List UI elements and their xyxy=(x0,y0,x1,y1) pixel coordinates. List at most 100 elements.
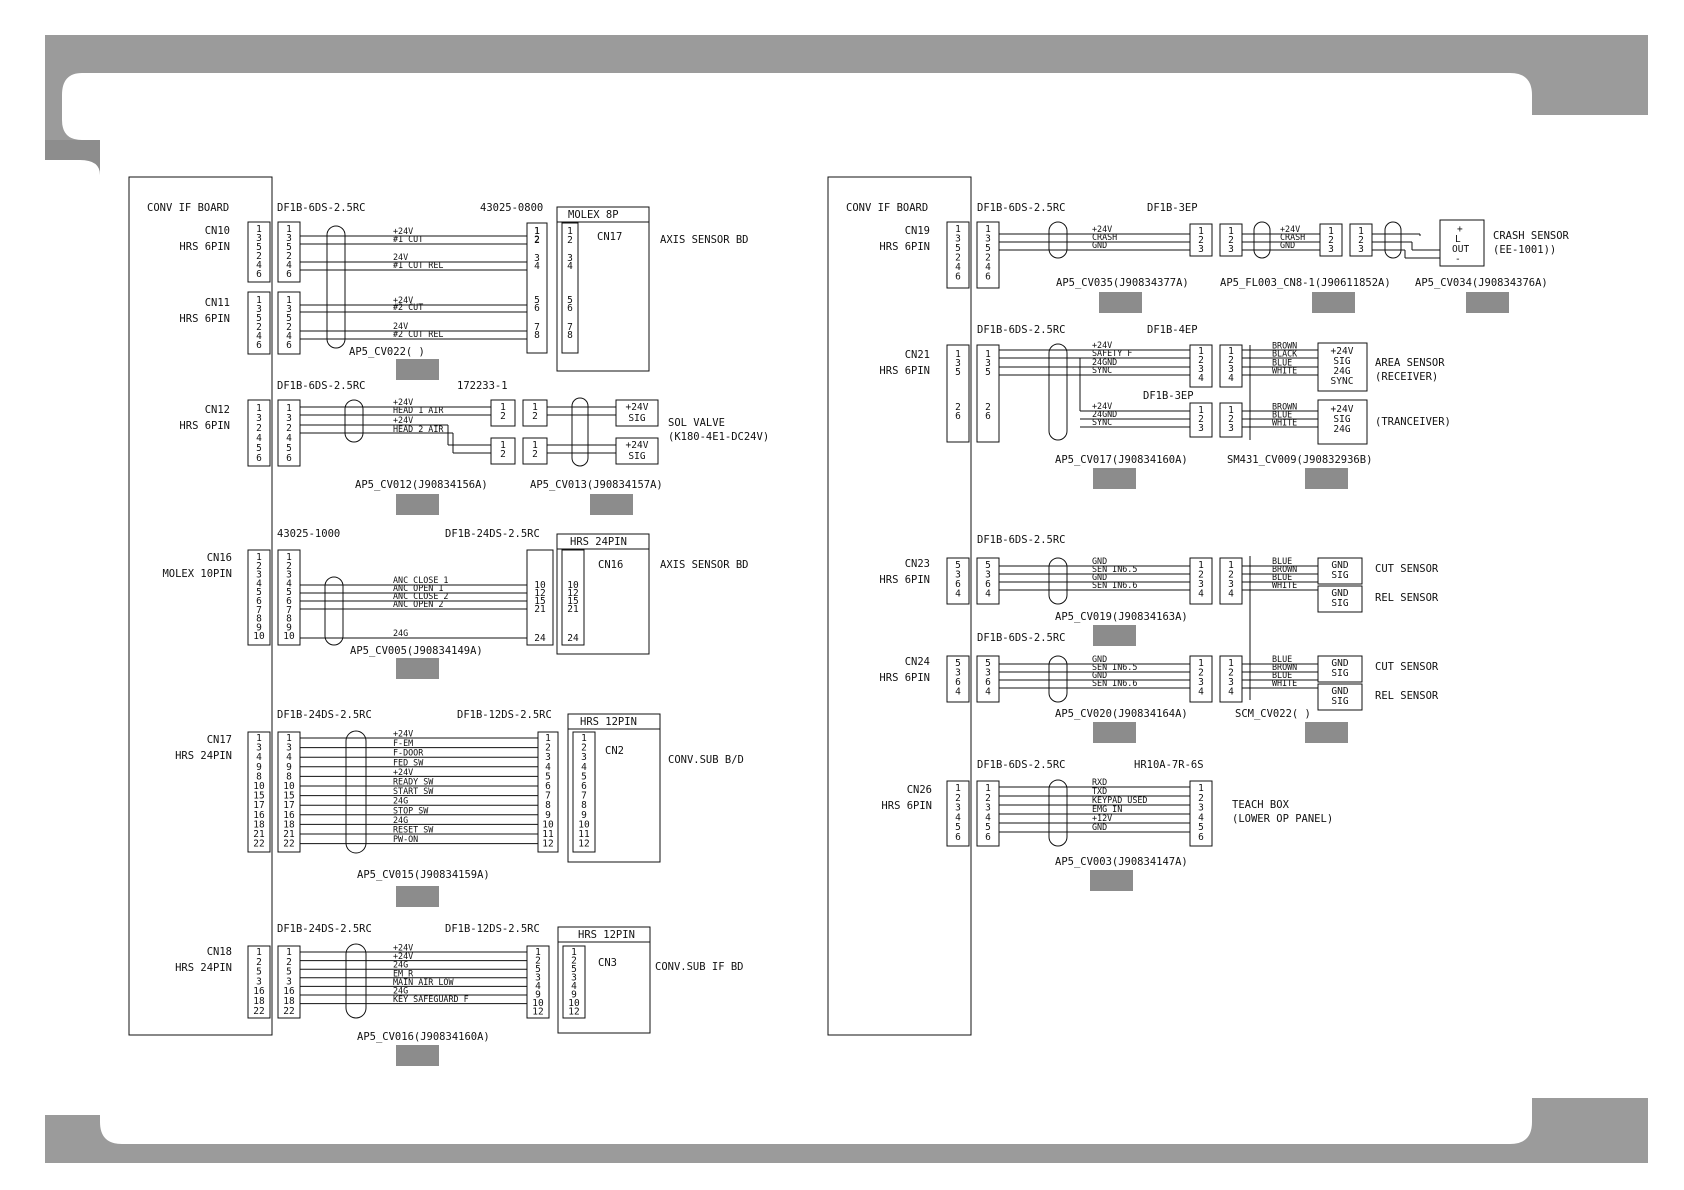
cn10-label: CN10 xyxy=(205,225,230,237)
cn21-plug-pin: 1 xyxy=(985,349,991,360)
cn21-pin: 6 xyxy=(955,411,961,422)
anc-signal-label: ANC CLOSE 1 xyxy=(393,575,448,585)
scm-cv022-tag xyxy=(1305,722,1348,743)
cn23-mate-pin: 2 xyxy=(1228,570,1234,581)
cn12-cable-shield xyxy=(344,399,364,443)
cn26-pin: 3 xyxy=(955,803,961,814)
cable-ap5-cv015: AP5_CV015(J90834159A) xyxy=(357,869,490,881)
cn18-plug-pins xyxy=(277,945,301,1019)
anc-mate-pin: 10 xyxy=(534,580,546,591)
cn24-mate-pin: 4 xyxy=(1198,687,1204,698)
area-signal-label: 24GND xyxy=(1092,357,1117,367)
right-board-box xyxy=(827,176,972,1036)
schematic xyxy=(128,176,1485,1036)
cn26-label: CN26 xyxy=(907,784,932,796)
sol-sig: +24V xyxy=(626,440,649,451)
cn24-rel-sensor-label: REL SENSOR xyxy=(1375,690,1439,702)
cn26-pin: 5 xyxy=(955,822,961,833)
sol-pin: 2 xyxy=(532,411,538,422)
cn10-type: HRS 6PIN xyxy=(179,241,230,253)
cn2-mate-pin: 8 xyxy=(545,800,551,811)
cn21-housing: DF1B-6DS-2.5RC xyxy=(977,324,1066,336)
cn16-far-housing: DF1B-24DS-2.5RC xyxy=(445,528,540,540)
cn19-pin: 4 xyxy=(955,262,961,273)
cn17-pin: 9 xyxy=(256,762,262,773)
cn11-plug-pin: 2 xyxy=(286,322,292,333)
cn16-pin: 6 xyxy=(256,596,262,607)
conv-sub-bd-label: CONV.SUB B/D xyxy=(668,754,744,766)
area-sensor-label: AREA SENSOR xyxy=(1375,357,1445,369)
cn16-pin: 2 xyxy=(256,561,262,572)
area-wire-color-2: BLUE xyxy=(1272,410,1292,420)
teach-pin: 6 xyxy=(1198,832,1204,843)
area-signal-label: SYNC xyxy=(1092,365,1112,375)
area-mate-1 xyxy=(1219,344,1243,388)
crash-pin: 3 xyxy=(1358,244,1364,255)
cn18-type: HRS 24PIN xyxy=(175,962,232,974)
cn16-pin: 9 xyxy=(256,622,262,633)
cn26-cable-shield xyxy=(1048,779,1068,847)
crash-sensor-sig: OUT xyxy=(1452,244,1469,255)
cn16-pin: 7 xyxy=(256,605,262,616)
cn2-pin: 3 xyxy=(581,752,587,763)
cn23-mate xyxy=(1219,557,1243,605)
cn16-pin: 10 xyxy=(253,631,265,642)
axis-mate-pin: 4 xyxy=(534,261,540,272)
cn26-board-pins xyxy=(946,780,970,847)
cn11-pin: 3 xyxy=(256,304,262,315)
cn2-mate-pin: 7 xyxy=(545,791,551,802)
cn23-rel-sensor-label: REL SENSOR xyxy=(1375,592,1439,604)
area-receiver-box xyxy=(1317,342,1368,392)
sol-cable-shield xyxy=(571,397,589,467)
cn24-mate xyxy=(1219,655,1243,703)
sol-valve-label: SOL VALVE xyxy=(668,417,725,429)
cn17-signal-label: F-DOOR xyxy=(393,748,424,758)
cn23-pin: 3 xyxy=(955,570,961,581)
cn23-plug-pins xyxy=(976,557,1000,605)
cn23-cut-sensor-label: CUT SENSOR xyxy=(1375,563,1439,575)
cn2-label: CN2 xyxy=(605,745,624,757)
cn24-pin: 3 xyxy=(955,668,961,679)
tranceiver-sig: +24V xyxy=(1331,404,1354,415)
sol-valve-part: (K180-4E1-DC24V) xyxy=(668,431,769,443)
teach-signal-label: EMG IN xyxy=(1092,804,1122,814)
cn23-signal-label: GND xyxy=(1092,556,1107,566)
cn17-plug-pin: 9 xyxy=(286,762,292,773)
cn17-plug-pin: 4 xyxy=(286,752,292,763)
area-pin: 1 xyxy=(1198,346,1204,357)
cn19-pin: 1 xyxy=(955,224,961,235)
cn2-mate-pin: 3 xyxy=(545,752,551,763)
cn10-plug-pin: 3 xyxy=(286,233,292,244)
crash-sensor-sig: + xyxy=(1457,224,1463,235)
teach-pin: 3 xyxy=(1198,803,1204,814)
cable-ap5-cv016: AP5_CV016(J90834160A) xyxy=(357,1031,490,1043)
cn3-mate-pin: 5 xyxy=(535,964,541,975)
area-plug-2 xyxy=(1189,402,1213,438)
cn12-pin: 2 xyxy=(256,423,262,434)
area-pin: 1 xyxy=(1228,346,1234,357)
sol1-plug xyxy=(490,399,516,427)
cn2-pin: 12 xyxy=(578,839,589,850)
crash-pin: 1 xyxy=(1228,226,1234,237)
cn23-signal-label: SEN_IN6.6 xyxy=(1092,580,1137,590)
teach-pin: 2 xyxy=(1198,793,1204,804)
cn3-mate-pin: 10 xyxy=(532,998,544,1009)
tranceiver-sig: 24G xyxy=(1333,424,1350,435)
cn24-sig: GND xyxy=(1331,686,1348,697)
hrs-12pin-box-2 xyxy=(557,926,651,1034)
teach-box-label: TEACH BOX xyxy=(1232,799,1290,811)
cn18-label: CN18 xyxy=(207,946,232,958)
cn16-plug-pin: 2 xyxy=(286,561,292,572)
cn21-pin: 1 xyxy=(955,349,961,360)
cn19-plug-pins xyxy=(976,221,1000,289)
cv013-tag xyxy=(590,494,633,515)
cn17-signal-label: 24G xyxy=(393,815,408,825)
crash-signal-label-2: +24V xyxy=(1280,224,1300,234)
cn17-signal-label: START SW xyxy=(393,786,434,796)
cn10-pin: 4 xyxy=(256,260,262,271)
cn19-plug-pin: 4 xyxy=(985,262,991,273)
axis-mate-pin: 5 xyxy=(534,295,540,306)
area-pin: 2 xyxy=(1198,355,1204,366)
hrs-12pin-title-2: HRS 12PIN xyxy=(578,929,635,941)
cn12-housing: DF1B-6DS-2.5RC xyxy=(277,380,366,392)
